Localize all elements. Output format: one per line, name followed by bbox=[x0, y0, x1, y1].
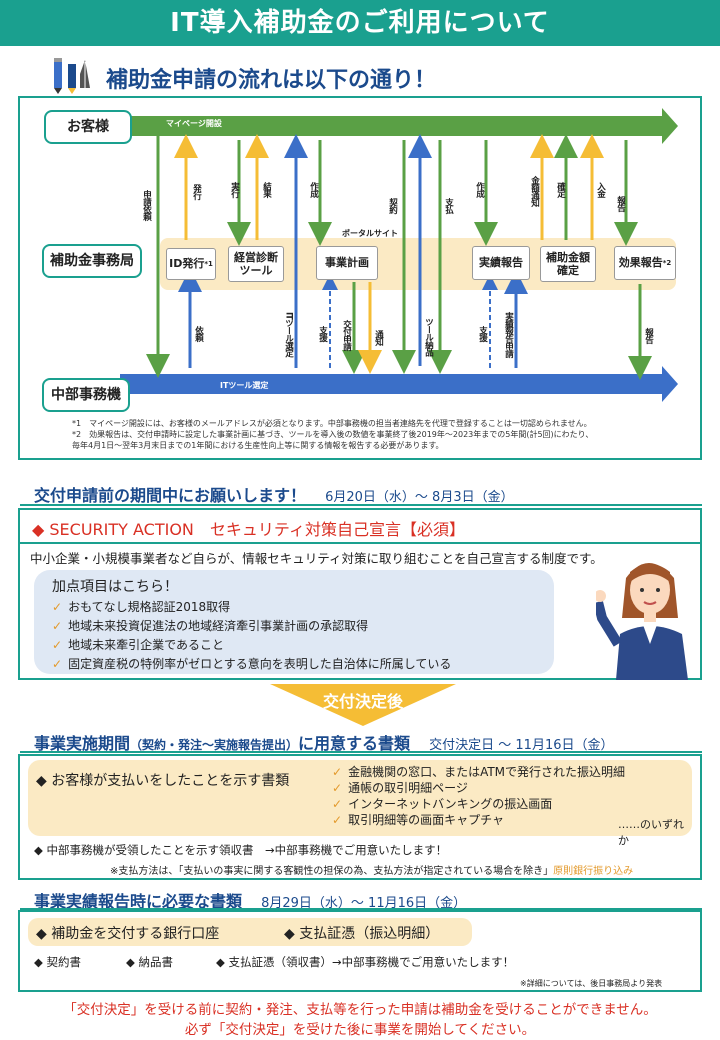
list-item: ✓地域未来投資促進法の地域経済牽引事業計画の承認取得 bbox=[52, 619, 369, 633]
portal-label: ポータルサイト bbox=[342, 229, 398, 238]
lane-customer: お客様 bbox=[44, 110, 132, 144]
pay-title: ◆ お客様が支払いをしたことを示す書類 bbox=[36, 773, 290, 789]
vlabel-amount-notice: 金額通知 bbox=[529, 176, 540, 206]
sec1-underline bbox=[20, 504, 702, 506]
warning-line-1: 「交付決定」を受ける前に契約・発注、支払等を行った申請は補助金を受けることができ… bbox=[63, 1002, 657, 1018]
lane-office: 補助金事務局 bbox=[42, 244, 142, 278]
check-icon: ✓ bbox=[332, 797, 343, 811]
sec2-underline bbox=[20, 751, 702, 753]
check-icon: ✓ bbox=[332, 765, 343, 779]
sec2-heading-c: に用意する書類 bbox=[298, 734, 411, 753]
top-arrow-label: マイページ開設 bbox=[166, 119, 222, 128]
vlabel-make: 作成 bbox=[308, 182, 319, 197]
vlabel-confirm: 確定 bbox=[555, 182, 566, 197]
report-item-delivery: ◆ 納品書 bbox=[126, 955, 173, 969]
sec1-heading-row: 交付申請前の期間中にお願いします！ 6月20日（水）～ 8月3日（金） bbox=[34, 482, 514, 506]
page-title: IT導入補助金のご利用について bbox=[0, 0, 720, 46]
pay-list: ✓金融機関の窓口、またはATMで発行された振込明細 ✓通帳の取引明細ページ ✓イ… bbox=[332, 764, 625, 828]
flow-diagram: お客様 補助金事務局 中部事務機 マイページ開設 ITツール選定 ポータルサイト… bbox=[18, 96, 702, 460]
check-icon: ✓ bbox=[52, 638, 63, 652]
report-note: ※詳細については、後日事務局より発表 bbox=[520, 979, 663, 988]
check-icon: ✓ bbox=[52, 619, 63, 633]
report-box: ◆ 補助金を交付する銀行口座 ◆ 支払証憑（振込明細） ◆ 契約書 ◆ 納品書 … bbox=[18, 910, 702, 992]
sec1-heading: 交付申請前の期間中にお願いします！ bbox=[34, 486, 307, 505]
node-report: 実績報告 bbox=[472, 246, 530, 280]
payment-panel: ◆ お客様が支払いをしたことを示す書類 ✓金融機関の窓口、またはATMで発行され… bbox=[28, 760, 692, 847]
lane-chubu: 中部事務機 bbox=[42, 378, 130, 412]
node-plan: 事業計画 bbox=[316, 246, 378, 280]
flow-heading: 補助金申請の流れは以下の通り！ bbox=[106, 68, 437, 93]
sec3-date: 8月29日（水）～ 11月16日（金） bbox=[261, 896, 467, 911]
vlabel-apply-req: 申請依頼 bbox=[141, 190, 152, 220]
list-item: ✓金融機関の窓口、またはATMで発行された振込明細 bbox=[332, 765, 626, 779]
receipt-line: ◆ 中部事務機が受領したことを示す領収書 →中部事務機でご用意いたします！ bbox=[34, 843, 448, 857]
vlabel-report2: 報告 bbox=[643, 328, 654, 343]
vlabel-result-apply: 実績報告申請 bbox=[503, 312, 514, 357]
report-item-bank: ◆ 補助金を交付する銀行口座 bbox=[36, 926, 220, 942]
node-confirm: 補助金額確定 bbox=[540, 246, 596, 282]
vlabel-contract: 契約 bbox=[387, 198, 398, 213]
vlabel-report: 報告 bbox=[615, 196, 626, 211]
payment-note: ※支払方法は、「支払いの事実に関する客観性の担保の為、支払方法が指定されている場… bbox=[110, 866, 634, 877]
footnotes: *1 マイページ開設には、お客様のメールアドレスが必須となります。中部事務機の担… bbox=[72, 419, 594, 450]
pencil-pen-icon bbox=[54, 58, 90, 94]
check-icon: ✓ bbox=[52, 600, 63, 614]
bonus-list: ✓おもてなし規格認証2018取得 ✓地域未来投資促進法の地域経済牽引事業計画の承… bbox=[52, 598, 451, 674]
vlabel-tool-deliver: ツール納品 bbox=[423, 318, 434, 356]
report-item-proof: ◆ 支払証憑（振込明細） bbox=[284, 926, 440, 942]
list-item: ✓おもてなし規格認証2018取得 bbox=[52, 600, 231, 614]
list-item: ✓取引明細等の画面キャプチャ bbox=[332, 813, 504, 827]
sec3-underline bbox=[20, 908, 702, 910]
sec2-date: 交付決定日 ～ 11月16日（金） bbox=[429, 738, 614, 753]
security-box: ◆ SECURITY ACTION セキュリティ対策自己宣言【必須】 中小企業・… bbox=[18, 508, 702, 680]
decision-arrow-icon bbox=[270, 684, 456, 726]
list-item: ✓地域未来牽引企業であること bbox=[52, 638, 224, 652]
security-title: ◆ SECURITY ACTION セキュリティ対策自己宣言【必須】 bbox=[32, 520, 465, 539]
bonus-bubble: 加点項目はこちら！ ✓おもてなし規格認証2018取得 ✓地域未来投資促進法の地域… bbox=[34, 570, 554, 674]
sec3-heading-row: 事業実績報告時に必要な書類 8月29日（水）～ 11月16日（金） bbox=[34, 888, 466, 912]
sec1-date: 6月20日（水）～ 8月3日（金） bbox=[325, 490, 514, 505]
check-icon: ✓ bbox=[52, 657, 63, 671]
vlabel-notice: 通知 bbox=[373, 330, 384, 345]
report-item-contract: ◆ 契約書 bbox=[34, 955, 81, 969]
vlabel-issue: 発行 bbox=[191, 184, 202, 199]
sec2-heading-a: 事業実施期間 bbox=[34, 734, 131, 753]
report-item-receipt: ◆ 支払証憑（領収書）→中部事務機でご用意いたします！ bbox=[216, 955, 515, 969]
list-item: ✓固定資産税の特例率がゼロとする意向を表明した自治体に所属している bbox=[52, 657, 452, 671]
vlabel-grant-apply: 交付申請 bbox=[341, 320, 352, 350]
node-id-issue: ID発行*1 bbox=[166, 248, 216, 280]
security-desc: 中小企業・小規模事業者など自らが、情報セキュリティ対策に取り組むことを自己宣言す… bbox=[30, 551, 603, 566]
vlabel-support2: 支援 bbox=[477, 326, 488, 341]
sec2-heading-row: 事業実施期間（契約・発注～実施報告提出）に用意する書類 交付決定日 ～ 11月1… bbox=[34, 730, 614, 754]
node-diagnosis: 経営診断ツール bbox=[228, 246, 284, 282]
check-icon: ✓ bbox=[332, 813, 343, 827]
security-divider bbox=[20, 542, 700, 544]
warning-line-2: 必ず「交付決定」を受けた後に事業を開始してください。 bbox=[184, 1022, 536, 1038]
vlabel-it-select: ITツール選定 bbox=[283, 312, 294, 357]
sec3-heading: 事業実績報告時に必要な書類 bbox=[34, 892, 243, 911]
bottom-arrow-label: ITツール選定 bbox=[220, 381, 269, 390]
vlabel-support: 支援 bbox=[317, 326, 328, 341]
vlabel-pay: 支払 bbox=[443, 198, 454, 213]
vlabel-result: 結果 bbox=[261, 182, 272, 197]
decision-label: 交付決定後 bbox=[322, 692, 403, 711]
either-label: ……のいずれか bbox=[618, 818, 684, 847]
vlabel-run: 実行 bbox=[229, 182, 240, 197]
check-icon: ✓ bbox=[332, 781, 343, 795]
sec2-heading-b: （契約・発注～実施報告提出） bbox=[130, 738, 299, 752]
node-effect: 効果報告*2 bbox=[614, 246, 676, 280]
list-item: ✓通帳の取引明細ページ bbox=[332, 781, 468, 795]
report-panel: ◆ 補助金を交付する銀行口座 ◆ 支払証憑（振込明細） bbox=[28, 918, 472, 946]
documents-box: ◆ お客様が支払いをしたことを示す書類 ✓金融機関の窓口、またはATMで発行され… bbox=[18, 754, 702, 880]
vlabel-deposit: 入金 bbox=[595, 182, 606, 197]
woman-illustration-icon bbox=[596, 563, 688, 680]
bubble-title: 加点項目はこちら！ bbox=[52, 579, 178, 595]
list-item: ✓インターネットバンキングの振込画面 bbox=[332, 797, 553, 811]
vlabel-make2: 作成 bbox=[474, 182, 485, 197]
vlabel-request: 依頼 bbox=[193, 326, 204, 341]
